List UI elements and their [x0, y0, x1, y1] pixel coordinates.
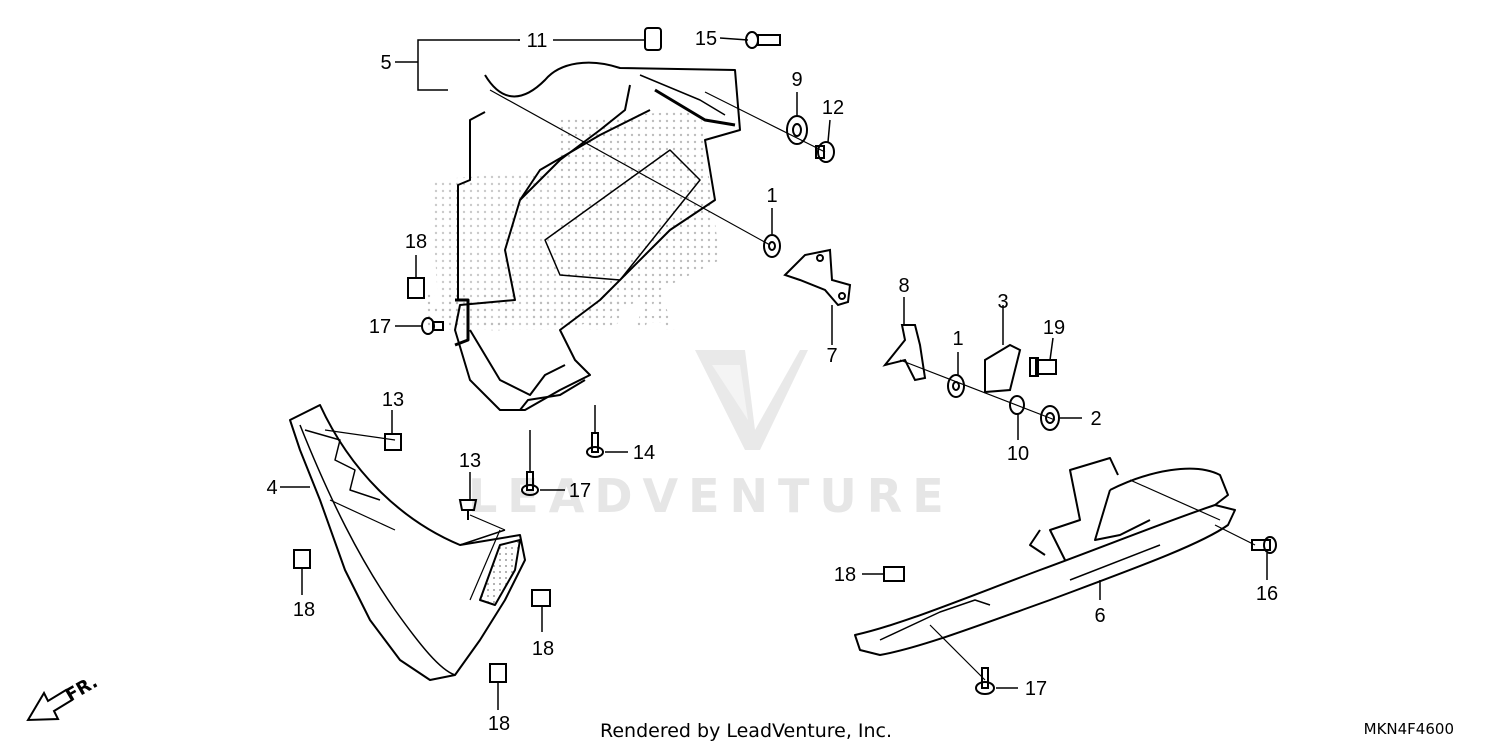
callout-7: 7	[826, 345, 837, 367]
upper-cowl-part	[454, 61, 741, 411]
callout-14: 14	[633, 442, 655, 464]
callout-11: 11	[527, 30, 548, 52]
nut-13	[384, 433, 402, 451]
rendered-by-text: Rendered by LeadVenture, Inc.	[600, 720, 893, 742]
clip-18-bottom	[489, 663, 507, 683]
rubber-9	[786, 115, 808, 145]
callout-10: 10	[1007, 443, 1029, 465]
leader-lines	[280, 37, 1268, 710]
callout-17-left: 17	[369, 316, 391, 338]
washer-1-upper	[763, 234, 781, 258]
screw-16	[1251, 536, 1277, 554]
clip-18-left	[293, 549, 311, 569]
callout-9: 9	[791, 69, 802, 91]
front-direction-arrow: FR.	[26, 671, 101, 722]
honda-watermark: HONDA	[420, 110, 720, 343]
leadventure-watermark-text: LEADVENTURE	[468, 469, 954, 523]
undercowl-part	[854, 457, 1236, 656]
callout-13-lower: 13	[459, 450, 481, 472]
callout-labels: 5 11 15 9 12 1 7 18 17 13 4 13 14 17 18 …	[266, 28, 1278, 735]
diagram-code: MKN4F4600	[1363, 720, 1454, 738]
grommet-11	[644, 27, 662, 51]
callout-13-upper: 13	[382, 389, 404, 411]
rubber-2	[1040, 405, 1060, 431]
washer-1-right	[947, 374, 965, 398]
callout-18-bottom: 18	[488, 713, 510, 735]
screw-17-bottom	[975, 667, 995, 695]
callout-5: 5	[380, 52, 391, 74]
callout-18-left: 18	[293, 599, 315, 621]
callout-2: 2	[1090, 408, 1101, 430]
callout-12: 12	[822, 97, 844, 119]
bolt-19	[1029, 357, 1057, 377]
callout-18-mid: 18	[532, 638, 554, 660]
inner-cowl-left-part	[289, 404, 526, 681]
callout-19: 19	[1043, 317, 1065, 339]
callout-18-right: 18	[834, 564, 856, 586]
callout-6: 6	[1094, 605, 1105, 627]
leadventure-logo-watermark: LEADVENTURE	[468, 350, 954, 523]
arrow-icon	[26, 688, 74, 722]
callout-4: 4	[266, 477, 277, 499]
honda-watermark-text: HONDA	[420, 283, 685, 343]
stay-8	[882, 324, 927, 382]
callout-16: 16	[1256, 583, 1278, 605]
assembly-lines	[324, 89, 1256, 681]
collar-10	[1009, 395, 1025, 415]
callout-3: 3	[997, 291, 1008, 313]
clip-18-mid	[531, 589, 551, 607]
pin-14	[586, 432, 604, 458]
callout-15: 15	[695, 28, 717, 50]
callout-17-mid: 17	[569, 480, 591, 502]
callout-8: 8	[898, 275, 909, 297]
callout-1-upper: 1	[766, 185, 777, 207]
screw-15	[745, 31, 781, 49]
bracket-part	[783, 248, 852, 307]
callout-1-right: 1	[952, 328, 963, 350]
small-hardware	[293, 27, 1277, 695]
plate-3	[984, 343, 1022, 394]
callout-18-upper: 18	[405, 231, 427, 253]
clip-18-right	[883, 566, 905, 582]
callout-17-bottom: 17	[1025, 678, 1047, 700]
